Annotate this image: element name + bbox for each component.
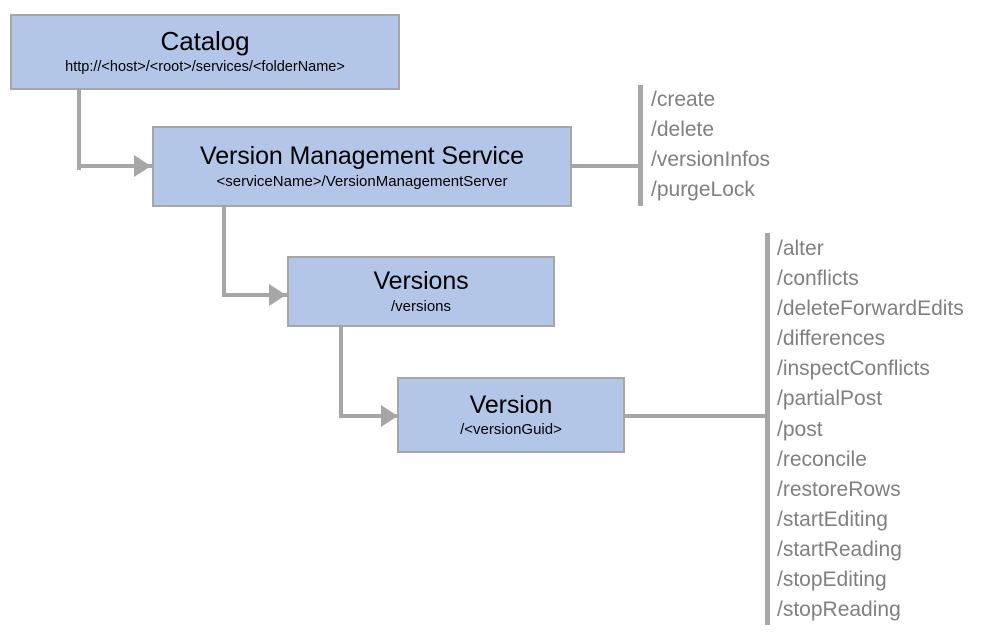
arrowhead-vms-to-versions xyxy=(269,284,286,306)
arrowhead-versions-to-version xyxy=(381,405,398,427)
operation-item[interactable]: /deleteForwardEdits xyxy=(777,297,964,321)
operation-list-version: /alter /conflicts /deleteForwardEdits /d… xyxy=(777,234,964,625)
operation-item[interactable]: /stopEditing xyxy=(777,568,887,592)
operation-item[interactable]: /delete xyxy=(651,118,715,141)
node-versions-title: Versions xyxy=(373,267,469,296)
operation-item[interactable]: /startEditing xyxy=(777,507,888,531)
node-versions[interactable]: Versions /versions xyxy=(287,256,555,327)
node-vms-subtitle: <serviceName>/VersionManagementServer xyxy=(216,172,508,190)
operation-item[interactable]: /differences xyxy=(777,327,886,351)
operation-item[interactable]: /alter xyxy=(777,237,824,260)
node-version-management-service[interactable]: Version Management Service <serviceName>… xyxy=(152,126,572,207)
operation-item[interactable]: /restoreRows xyxy=(777,477,901,501)
node-catalog-title: Catalog xyxy=(160,26,250,57)
operation-item[interactable]: /reconcile xyxy=(777,447,867,471)
bracket-version-operations xyxy=(765,233,770,625)
operation-item[interactable]: /create xyxy=(651,88,716,111)
operation-item[interactable]: /partialPost xyxy=(777,387,883,411)
connector-catalog-to-vms-vertical xyxy=(77,90,81,170)
node-version-subtitle: /<versionGuid> xyxy=(460,421,562,439)
connector-catalog-to-vms-horizontal xyxy=(77,164,155,168)
operation-item[interactable]: /purgeLock xyxy=(651,178,755,201)
connector-vms-to-versions-vertical xyxy=(222,206,226,297)
operation-item[interactable]: /startReading xyxy=(777,537,902,561)
node-version[interactable]: Version /<versionGuid> xyxy=(397,377,625,453)
connector-version-to-operations xyxy=(623,414,769,418)
node-catalog-subtitle: http://<host>/<root>/services/<folderNam… xyxy=(65,59,345,76)
operation-item[interactable]: /conflicts xyxy=(777,267,859,291)
node-version-title: Version xyxy=(469,390,553,419)
node-catalog[interactable]: Catalog http://<host>/<root>/services/<f… xyxy=(10,14,400,90)
connector-versions-to-version-horizontal xyxy=(339,414,401,418)
node-versions-subtitle: /versions xyxy=(390,297,452,315)
operation-item[interactable]: /versionInfos xyxy=(651,148,771,171)
operation-item[interactable]: /stopReading xyxy=(777,598,901,622)
operation-item[interactable]: /inspectConflicts xyxy=(777,357,930,381)
node-vms-title: Version Management Service xyxy=(200,142,524,171)
connector-versions-to-version-vertical xyxy=(339,326,343,418)
operation-list-vms: /create /delete /versionInfos /purgeLock xyxy=(651,85,770,205)
bracket-vms-operations xyxy=(638,85,643,206)
connector-vms-to-operations xyxy=(570,164,642,168)
arrowhead-catalog-to-vms xyxy=(134,155,151,177)
connector-vms-to-versions-horizontal xyxy=(222,293,290,297)
operation-item[interactable]: /post xyxy=(777,417,823,441)
